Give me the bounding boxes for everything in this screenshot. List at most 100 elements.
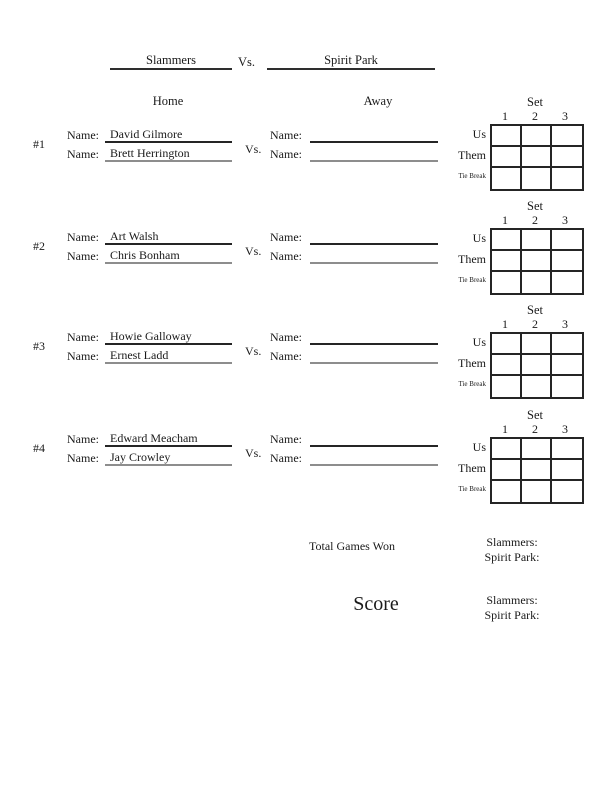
match-4-home-player-2-field[interactable]: Jay Crowley	[105, 449, 232, 466]
match-4-away-player-1-field[interactable]	[310, 430, 438, 447]
match-1-set-grid: Set 1 2 3 Us Them Tie Break	[440, 95, 590, 195]
set-score-cell[interactable]	[492, 251, 522, 272]
set-score-cell[interactable]	[522, 439, 552, 460]
set-row-label-them: Them	[458, 148, 486, 162]
set-score-cell[interactable]	[552, 439, 582, 460]
name-label: Name:	[270, 432, 302, 446]
set-score-table	[490, 228, 584, 295]
match-3-home-player-1-field[interactable]: Howie Galloway	[105, 328, 232, 345]
set-score-cell[interactable]	[522, 126, 552, 147]
set-score-cell[interactable]	[552, 376, 582, 397]
set-score-cell[interactable]	[552, 460, 582, 481]
name-label: Name:	[270, 147, 302, 161]
set-score-cell[interactable]	[492, 272, 522, 293]
set-score-cell[interactable]	[522, 355, 552, 376]
set-score-cell[interactable]	[492, 376, 522, 397]
match-2-home-player-1-field[interactable]: Art Walsh	[105, 228, 232, 245]
set-score-cell[interactable]	[522, 334, 552, 355]
set-col-1: 1	[502, 213, 508, 227]
match-1-home-player-2-field[interactable]: Brett Herrington	[105, 145, 232, 162]
set-score-cell[interactable]	[522, 272, 552, 293]
set-score-cell[interactable]	[492, 126, 522, 147]
total-games-won-label: Total Games Won	[309, 539, 395, 553]
set-score-cell[interactable]	[492, 460, 522, 481]
set-row-label-us: Us	[472, 335, 486, 349]
set-score-cell[interactable]	[552, 168, 582, 189]
match-3-number: #3	[33, 339, 45, 353]
set-row-label-us: Us	[472, 440, 486, 454]
set-score-cell[interactable]	[552, 126, 582, 147]
set-score-cell[interactable]	[492, 481, 522, 502]
set-col-1: 1	[502, 317, 508, 331]
away-column-heading: Away	[363, 94, 393, 108]
set-score-table	[490, 124, 584, 191]
match-3-set-grid: Set 1 2 3 Us Them Tie Break	[440, 303, 590, 403]
set-row-label-tiebreak: Tie Break	[458, 380, 486, 388]
set-column-headers: 1 2 3	[490, 422, 580, 437]
match-1-number: #1	[33, 137, 45, 151]
set-row-labels: Us Them Tie Break	[440, 332, 486, 395]
set-row-label-them: Them	[458, 461, 486, 475]
match-4-set-grid: Set 1 2 3 Us Them Tie Break	[440, 408, 590, 508]
set-col-2: 2	[532, 109, 538, 123]
match-2-block: #2 Name: Art Walsh Name: Chris Bonham Vs…	[0, 228, 612, 268]
set-row-label-tiebreak: Tie Break	[458, 172, 486, 180]
match-1-block: #1 Name: David Gilmore Name: Brett Herri…	[0, 126, 612, 166]
set-score-cell[interactable]	[492, 168, 522, 189]
match-1-home-player-1-field[interactable]: David Gilmore	[105, 126, 232, 143]
set-score-cell[interactable]	[522, 481, 552, 502]
home-team-name-field[interactable]: Slammers	[110, 53, 232, 70]
set-row-labels: Us Them Tie Break	[440, 124, 486, 187]
set-col-2: 2	[532, 422, 538, 436]
set-score-cell[interactable]	[522, 230, 552, 251]
name-label: Name:	[67, 451, 99, 465]
set-row-label-us: Us	[472, 127, 486, 141]
set-row-label-them: Them	[458, 356, 486, 370]
match-4-away-player-2-field[interactable]	[310, 449, 438, 466]
set-score-cell[interactable]	[522, 376, 552, 397]
set-score-cell[interactable]	[522, 168, 552, 189]
set-row-label-tiebreak: Tie Break	[458, 485, 486, 493]
set-score-cell[interactable]	[522, 251, 552, 272]
match-4-block: #4 Name: Edward Meacham Name: Jay Crowle…	[0, 430, 612, 470]
set-score-cell[interactable]	[552, 251, 582, 272]
match-1-away-player-1-field[interactable]	[310, 126, 438, 143]
away-team-name-field[interactable]: Spirit Park	[267, 53, 435, 70]
name-label: Name:	[67, 249, 99, 263]
set-score-cell[interactable]	[522, 147, 552, 168]
set-score-cell[interactable]	[552, 272, 582, 293]
set-score-cell[interactable]	[552, 147, 582, 168]
set-score-cell[interactable]	[492, 439, 522, 460]
match-1-away-player-2-field[interactable]	[310, 145, 438, 162]
set-score-cell[interactable]	[492, 355, 522, 376]
set-title: Set	[527, 408, 543, 422]
match-3-block: #3 Name: Howie Galloway Name: Ernest Lad…	[0, 328, 612, 368]
set-score-cell[interactable]	[552, 481, 582, 502]
name-label: Name:	[67, 147, 99, 161]
set-score-cell[interactable]	[522, 460, 552, 481]
match-3-away-player-2-field[interactable]	[310, 347, 438, 364]
set-score-cell[interactable]	[492, 334, 522, 355]
set-score-cell[interactable]	[552, 355, 582, 376]
match-2-home-player-2-field[interactable]: Chris Bonham	[105, 247, 232, 264]
set-score-cell[interactable]	[492, 230, 522, 251]
match-4-number: #4	[33, 441, 45, 455]
set-score-cell[interactable]	[552, 230, 582, 251]
match-4-vs-label: Vs.	[245, 446, 262, 460]
set-score-cell[interactable]	[552, 334, 582, 355]
header-vs-label: Vs.	[238, 55, 256, 69]
name-label: Name:	[270, 249, 302, 263]
match-3-home-player-2-field[interactable]: Ernest Ladd	[105, 347, 232, 364]
match-2-away-player-2-field[interactable]	[310, 247, 438, 264]
set-score-cell[interactable]	[492, 147, 522, 168]
set-column-headers: 1 2 3	[490, 213, 580, 228]
match-3-away-player-1-field[interactable]	[310, 328, 438, 345]
spirit-park-label: Spirit Park:	[484, 608, 540, 622]
name-label: Name:	[270, 330, 302, 344]
match-2-set-grid: Set 1 2 3 Us Them Tie Break	[440, 199, 590, 299]
name-label: Name:	[270, 230, 302, 244]
match-4-home-player-1-field[interactable]: Edward Meacham	[105, 430, 232, 447]
set-row-labels: Us Them Tie Break	[440, 437, 486, 500]
match-2-away-player-1-field[interactable]	[310, 228, 438, 245]
